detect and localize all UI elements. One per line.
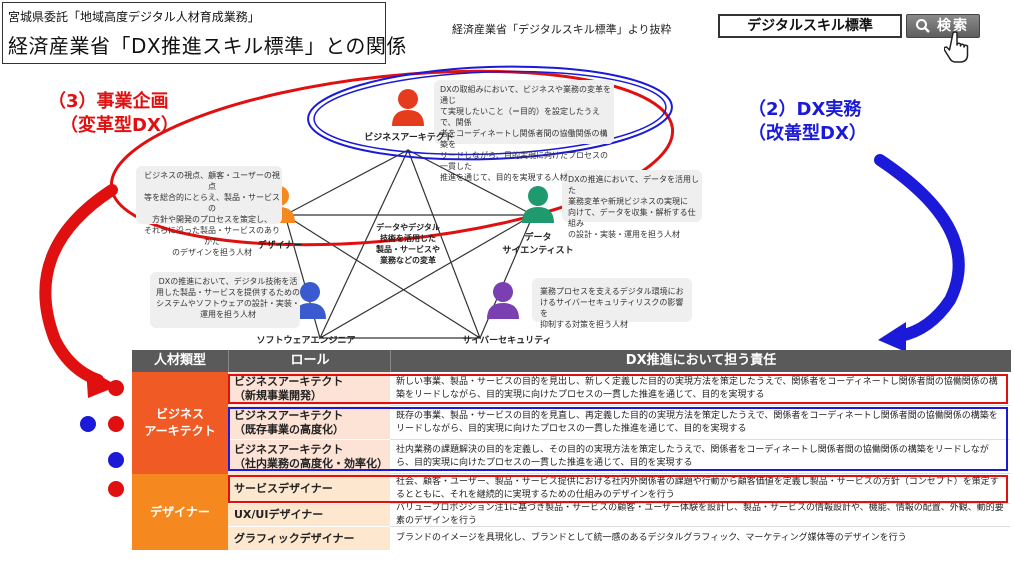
software-engineer-desc: DXの推進において、デジタル技術を活 用した製品・サービスを提供するための シス… — [156, 277, 300, 319]
title-box — [2, 2, 386, 64]
excerpt-note: 経済産業省「デジタルスキル標準」より抜粋 — [452, 23, 672, 36]
data-scientist-desc: DXの推進において、データを活用した 業務変革や新規ビジネスの実現に 向けて、デ… — [568, 175, 699, 239]
category-business-architect: ビジネスアーキテクト — [132, 372, 228, 474]
red-arrow — [39, 184, 118, 386]
table-row: UX/UIデザイナー バリュープロポジション注1に基づき製品・サービスの顧客・ユ… — [132, 503, 1010, 527]
blue-label-line1: （2）DX実務 — [748, 99, 862, 120]
business-architect-desc: DXの取組みにおいて、ビジネスや業務の変革を通じ て実現したいこと（＝目的）を設… — [440, 85, 611, 182]
responsibility-cell: 社会、顧客・ユーザー、製品・サービス提供における社内外関係者の課題や行動から顧客… — [390, 474, 1010, 504]
responsibility-cell: ブランドのイメージを具現化し、ブランドとして統一感のあるデジタルグラフィック、マ… — [390, 527, 1010, 550]
role-cell: サービスデザイナー — [228, 474, 390, 504]
table-row: ビジネスアーキテクト（社内業務の高度化・効率化） 社内業務の課題解決の目的を定義… — [132, 440, 1010, 474]
red-label-line1: （3）事業企画 — [48, 91, 169, 112]
table-row: グラフィックデザイナー ブランドのイメージを具現化し、ブランドとして統一感のある… — [132, 527, 1010, 550]
role-cell: ビジネスアーキテクト（既存事業の高度化） — [228, 406, 390, 440]
role-cell: グラフィックデザイナー — [228, 527, 390, 550]
red-label-line2: （変革型DX） — [60, 115, 179, 136]
role-cell: UX/UIデザイナー — [228, 504, 390, 527]
red-arrowhead — [86, 368, 118, 398]
data-scientist-name: データ サイエンティスト — [502, 233, 574, 256]
designer-desc: ビジネスの視点、顧客・ユーザーの視点 等を総合的にとらえ、製品・サービスの 方針… — [144, 171, 280, 257]
diagram-center-text: データやデジタル 技術を活用した 製品・サービスや 業務などの変革 — [376, 223, 440, 265]
cyber-security-desc: 業務プロセスを支えるデジタル環境にお けるサイバーセキュリティリスクの影響を 抑… — [540, 287, 684, 329]
cyber-security-bubble — [532, 278, 692, 322]
red-dot-row2 — [108, 416, 124, 432]
red-highlight-row1 — [228, 374, 1008, 404]
page-title: 経済産業省「DX推進スキル標準」との関係 — [8, 34, 407, 58]
blue-label-line2: （改善型DX） — [748, 123, 867, 144]
search-button[interactable]: 検索 — [906, 14, 980, 38]
software-engineer-person-icon — [294, 282, 326, 319]
table-row: ビジネスアーキテクト（新規事業開発） 新しい事業、製品・サービスの目的を見出し、… — [132, 372, 1010, 406]
designer-name: デザイナー — [257, 241, 303, 251]
search-input[interactable]: デジタルスキル標準 — [718, 14, 902, 38]
red-dot-row1 — [108, 380, 124, 396]
star-outline — [282, 148, 536, 340]
data-scientist-person-icon — [522, 186, 554, 223]
blue-highlight-rows2-3 — [228, 407, 1008, 471]
search-icon — [916, 19, 930, 33]
table-header-category: 人材類型 — [132, 350, 228, 372]
software-engineer-name: ソフトウェアエンジニア — [256, 336, 356, 346]
responsibility-cell: バリュープロポジション注1に基づき製品・サービスの顧客・ユーザー体験を設計し、製… — [390, 503, 1010, 527]
blue-ellipse-outer — [307, 65, 673, 161]
cyber-security-person-icon — [487, 282, 519, 319]
table-header-responsibility: DX推進において担う責任 — [390, 350, 1011, 372]
search-button-label: 検索 — [937, 18, 969, 34]
role-cell: ビジネスアーキテクト（社内業務の高度化・効率化） — [228, 440, 390, 474]
role-table: 人材類型 ロール DX推進において担う責任 ビジネスアーキテクト デザイナー ビ… — [132, 350, 1011, 550]
red-dot-row4 — [108, 481, 124, 497]
business-architect-name: ビジネスアーキテクト — [364, 133, 454, 143]
blue-dot-row2 — [80, 416, 96, 432]
table-header-role: ロール — [228, 350, 391, 372]
blue-arrowhead — [878, 322, 906, 352]
red-highlight-row4 — [228, 475, 1008, 503]
responsibility-cell: 既存の事業、製品・サービスの目的を見直し、再定義した目的の実現方法を策定したうえ… — [390, 406, 1010, 440]
table-row: サービスデザイナー 社会、顧客・ユーザー、製品・サービス提供における社内外関係者… — [132, 474, 1010, 504]
pentagon-outline — [284, 149, 534, 339]
title-subtitle: 宮城県委託「地域高度デジタル人材育成業務」 — [8, 10, 260, 24]
responsibility-cell: 新しい事業、製品・サービスの目的を見出し、新しく定義した目的の実現方法を策定した… — [390, 372, 1010, 406]
blue-dot-row3 — [108, 452, 124, 468]
blue-arrow — [874, 154, 965, 342]
hand-cursor-icon — [944, 31, 969, 63]
table-row: ビジネスアーキテクト（既存事業の高度化） 既存の事業、製品・サービスの目的を見直… — [132, 406, 1010, 440]
category-designer: デザイナー — [132, 474, 228, 550]
role-cell: ビジネスアーキテクト（新規事業開発） — [228, 372, 390, 406]
blue-ellipse-inner — [313, 70, 667, 156]
business-architect-bubble — [434, 80, 614, 144]
responsibility-cell: 社内業務の課題解決の目的を定義し、その目的の実現方法を策定したうえで、関係者をコ… — [390, 440, 1010, 474]
cyber-security-name: サイバーセキュリティ — [462, 336, 552, 346]
data-scientist-bubble — [562, 170, 702, 222]
software-engineer-bubble — [150, 272, 300, 328]
business-architect-person-icon — [392, 89, 424, 126]
designer-bubble — [136, 166, 282, 224]
